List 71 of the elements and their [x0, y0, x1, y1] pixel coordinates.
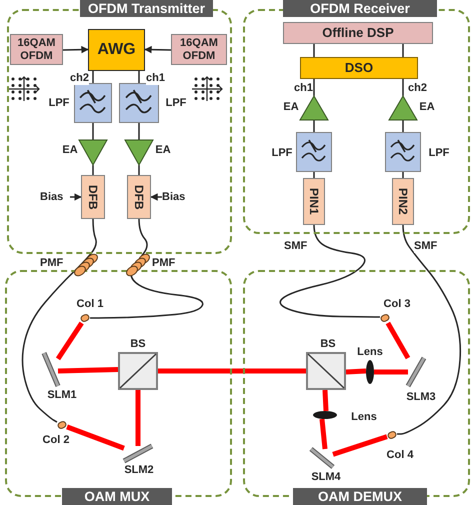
- laser-beam: [66, 424, 125, 451]
- laser-beam: [346, 368, 366, 374]
- component-label: SLM4: [310, 470, 342, 484]
- component-label: SLM2: [123, 463, 155, 477]
- component-label: BS: [129, 337, 147, 351]
- connector-line: [313, 172, 315, 178]
- connector-line: [313, 120, 315, 132]
- connector-line: [313, 79, 315, 96]
- component-label: Col 3: [382, 297, 412, 311]
- laser-beam: [158, 368, 306, 374]
- component-label: LPF: [270, 146, 294, 160]
- connector-line: [313, 44, 315, 57]
- component-label: EA: [155, 143, 171, 157]
- component-label: Col 2: [42, 433, 70, 447]
- component-label: EA: [62, 143, 78, 157]
- laser-beam: [374, 370, 408, 374]
- fiber-cable: [280, 224, 380, 318]
- component-label: BS: [319, 337, 337, 351]
- component-label: Lens: [350, 410, 378, 424]
- device-box: DFB: [81, 175, 105, 219]
- component-label: SLM1: [46, 388, 78, 402]
- connector-line: [92, 165, 94, 175]
- fiber-cable: [397, 224, 462, 435]
- laser-beam: [136, 390, 140, 446]
- connector-line: [402, 79, 404, 96]
- component-label: Col 4: [386, 448, 414, 462]
- bias-label: Bias: [40, 190, 70, 204]
- component-label: LPF: [48, 96, 70, 110]
- section-title-band: OAM MUX: [62, 488, 172, 505]
- section-title-band: OFDM Transmitter: [80, 0, 213, 17]
- component-label: LPF: [164, 96, 188, 110]
- component-label: Col 1: [76, 297, 104, 311]
- device-box: PIN1: [303, 178, 325, 225]
- device-box: DFB: [127, 175, 151, 219]
- arrow: [70, 193, 82, 201]
- connector-line: [402, 44, 404, 57]
- component-label: Lens: [356, 345, 384, 359]
- connector-line: [138, 123, 140, 140]
- component-label: EA: [418, 100, 436, 114]
- connector-line: [138, 71, 140, 83]
- laser-beam: [322, 390, 328, 412]
- fiber-cable: [90, 218, 204, 319]
- laser-beam: [56, 322, 84, 360]
- connector-line: [92, 123, 94, 140]
- arrow: [144, 46, 172, 54]
- component-label: LPF: [428, 146, 450, 160]
- bias-label: Bias: [162, 190, 192, 204]
- connector-line: [402, 172, 404, 178]
- component-label: EA: [282, 100, 300, 114]
- laser-beam: [332, 434, 388, 457]
- process-box: 16QAM OFDM: [171, 34, 227, 65]
- edge-label: SMF: [414, 240, 438, 253]
- connector-line: [92, 71, 94, 83]
- arrow: [62, 46, 89, 54]
- process-box: 16QAM OFDM: [10, 34, 63, 65]
- process-box: AWG: [88, 29, 145, 71]
- process-box: Offline DSP: [283, 22, 433, 44]
- section-title-band: OAM DEMUX: [293, 488, 427, 505]
- laser-beam: [386, 322, 410, 360]
- connector-line: [138, 165, 140, 175]
- device-box: PIN2: [392, 178, 414, 225]
- edge-label: ch2: [70, 72, 89, 85]
- process-box: DSO: [300, 57, 418, 79]
- fiber-cable: [22, 219, 97, 423]
- section-title-band: OFDM Receiver: [283, 0, 437, 17]
- arrow: [150, 193, 162, 201]
- component-label: SLM3: [405, 390, 437, 404]
- connector-line: [402, 120, 404, 132]
- laser-beam: [320, 418, 328, 450]
- laser-beam: [58, 367, 118, 374]
- edge-label: ch1: [146, 72, 165, 85]
